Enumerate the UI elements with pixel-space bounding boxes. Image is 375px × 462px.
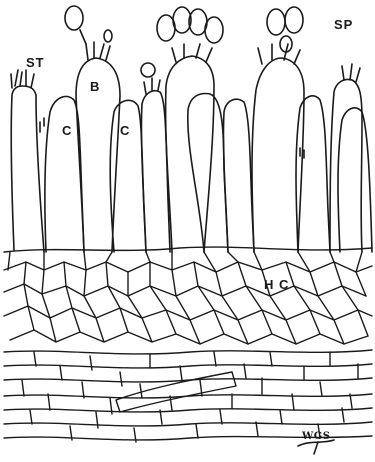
basidium-far-left <box>11 86 44 252</box>
basidium-far-right <box>330 80 362 253</box>
spore-small <box>141 63 155 77</box>
spore-b-top <box>65 6 83 30</box>
label-sterigma: ST <box>26 56 45 69</box>
artist-signature: WGS <box>302 432 331 442</box>
sterigmata-b <box>86 42 110 60</box>
label-basidium: B <box>90 80 100 93</box>
cystidium-mid-a <box>188 94 228 252</box>
cystidium-far-right <box>338 108 372 252</box>
label-spores: SP <box>334 18 353 31</box>
spore-b-side <box>104 30 112 42</box>
subhymenium-cells <box>4 247 372 344</box>
label-cystidium-right: C <box>120 124 130 137</box>
sterigmata-sp <box>258 44 300 64</box>
sterigmata-four <box>172 44 212 62</box>
cystidium-mid-b <box>223 99 254 252</box>
label-hypophyllum: H C <box>264 278 289 291</box>
spore-sp-b <box>285 7 303 33</box>
trama-hyphae <box>4 350 372 442</box>
spore-sp-a <box>267 9 285 35</box>
label-cystidium-left: C <box>62 124 72 137</box>
spore-four-d <box>205 17 223 43</box>
cystidium-left <box>45 96 84 252</box>
signature-flourish <box>298 440 334 454</box>
